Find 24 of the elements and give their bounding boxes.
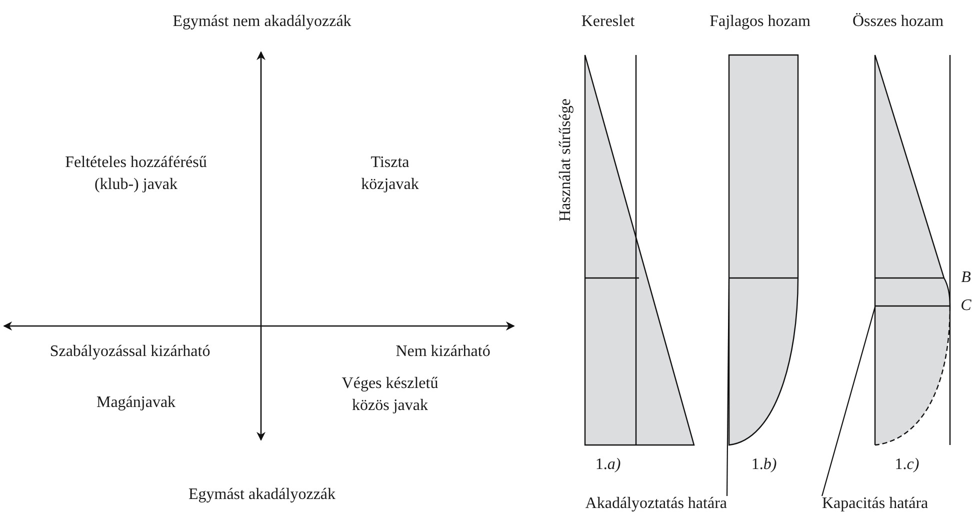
text-label: Feltételes hozzáférésű (klub-) javak <box>64 153 208 195</box>
text-label: Magánjavak <box>96 393 176 413</box>
demand-chart-drawing <box>584 54 695 446</box>
leader-line <box>821 306 876 496</box>
point-label: B <box>961 268 971 288</box>
leader-line <box>726 279 730 496</box>
text-label: Szabályozással kizárható <box>50 342 210 362</box>
panel-title: Kereslet <box>581 12 635 32</box>
panel-label: 1.a) <box>595 455 621 475</box>
panel-title: Összes hozam <box>852 12 944 32</box>
text-label: Tiszta közjavak <box>360 153 420 195</box>
point-label: C <box>960 296 972 316</box>
text-label: Véges készletű közös javak <box>340 374 440 416</box>
text-label: Egymást akadályozzák <box>188 485 336 505</box>
text-label: Nem kizárható <box>396 342 490 362</box>
callout-text: Akadályoztatás határa <box>585 494 727 514</box>
panel-label: 1.c) <box>894 455 920 475</box>
callout-text: Kapacitás határa <box>822 494 928 514</box>
axis-title: Használat sűrűsége <box>556 98 575 222</box>
unit-yield-chart-drawing <box>728 54 799 446</box>
total-yield-chart-drawing <box>874 54 951 446</box>
panel-title: Fajlagos hozam <box>710 12 810 32</box>
panel-label: 1.b) <box>751 455 777 475</box>
text-label: Egymást nem akadályozzák <box>172 12 352 32</box>
